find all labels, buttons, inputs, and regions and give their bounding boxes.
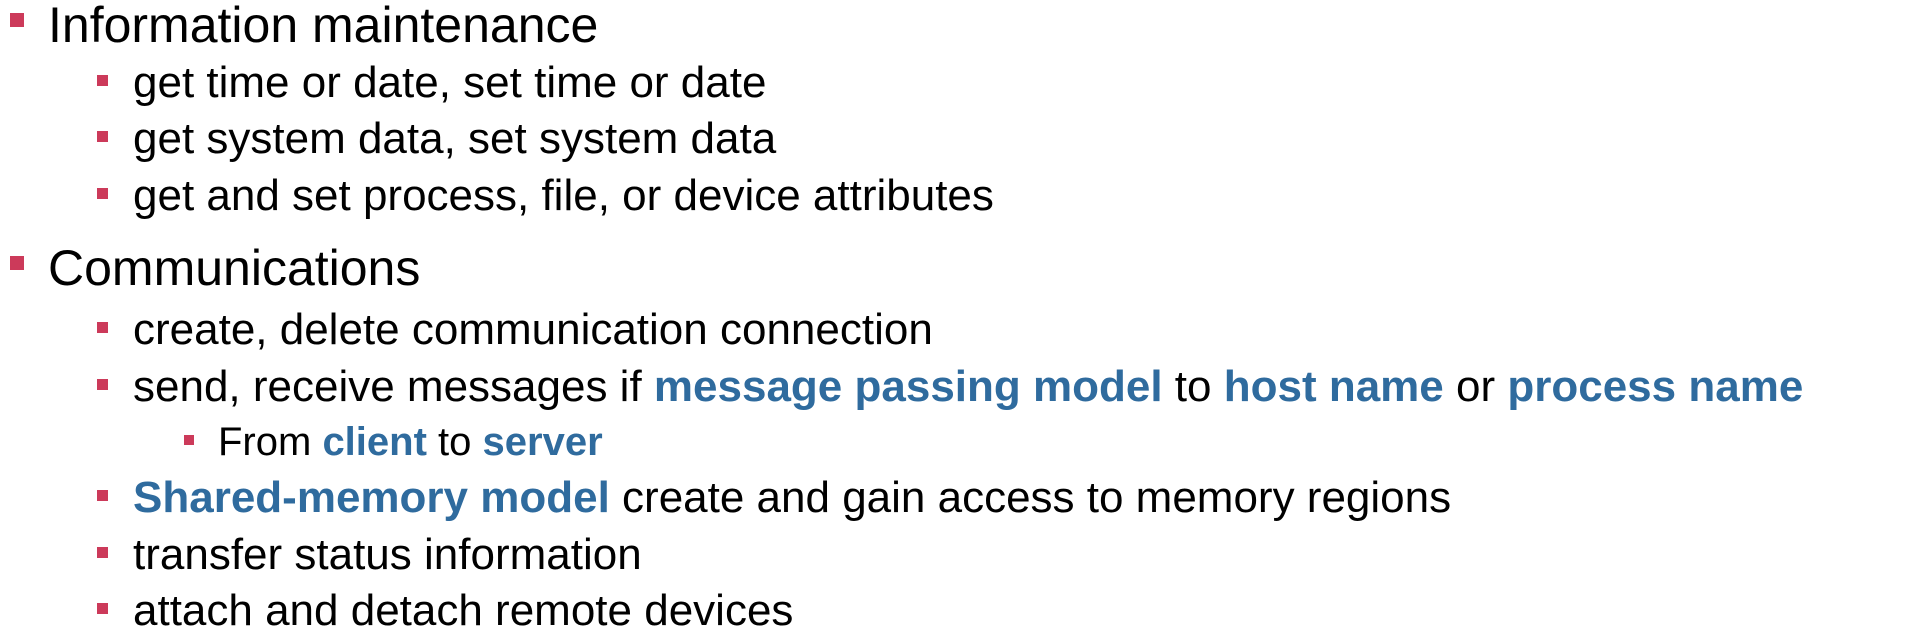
heading-text: Communications bbox=[48, 240, 421, 296]
term-host-name: host name bbox=[1223, 362, 1444, 411]
square-bullet-icon bbox=[10, 256, 24, 270]
sub-list-item: From client to server bbox=[184, 420, 603, 464]
square-bullet-icon bbox=[97, 547, 108, 558]
list-item-text: get system data, set system data bbox=[133, 114, 777, 163]
text-connector: to bbox=[426, 420, 483, 464]
list-item-text: create, delete communication connection bbox=[133, 305, 933, 354]
list-item: get system data, set system data bbox=[97, 114, 777, 163]
text-connector: to bbox=[1162, 362, 1224, 411]
text-prefix: From bbox=[218, 420, 323, 464]
heading-information-maintenance: Information maintenance bbox=[10, 0, 599, 53]
text-prefix: send, receive messages if bbox=[133, 362, 654, 411]
list-item-text: attach and detach remote devices bbox=[133, 586, 794, 635]
square-bullet-icon bbox=[97, 188, 108, 199]
list-item-text: get time or date, set time or date bbox=[133, 58, 767, 107]
list-item-text: From client to server bbox=[218, 420, 603, 464]
square-bullet-icon bbox=[184, 435, 194, 445]
term-process-name: process name bbox=[1507, 362, 1804, 411]
list-item: transfer status information bbox=[97, 530, 642, 579]
list-item-text: send, receive messages if message passin… bbox=[133, 362, 1803, 411]
square-bullet-icon bbox=[97, 379, 108, 390]
list-item-text: get and set process, file, or device att… bbox=[133, 171, 994, 220]
list-item-text: Shared-memory model create and gain acce… bbox=[133, 473, 1451, 522]
list-item: get and set process, file, or device att… bbox=[97, 171, 994, 220]
list-item-text: transfer status information bbox=[133, 530, 642, 579]
square-bullet-icon bbox=[97, 603, 108, 614]
term-server: server bbox=[482, 420, 603, 464]
heading-text: Information maintenance bbox=[48, 0, 599, 53]
square-bullet-icon bbox=[97, 131, 108, 142]
text-connector: or bbox=[1443, 362, 1508, 411]
list-item: send, receive messages if message passin… bbox=[97, 362, 1803, 411]
square-bullet-icon bbox=[97, 322, 108, 333]
term-client: client bbox=[322, 420, 427, 464]
square-bullet-icon bbox=[97, 490, 108, 501]
heading-communications: Communications bbox=[10, 240, 421, 296]
list-item: attach and detach remote devices bbox=[97, 586, 794, 635]
list-item: Shared-memory model create and gain acce… bbox=[97, 473, 1451, 522]
square-bullet-icon bbox=[10, 13, 24, 27]
square-bullet-icon bbox=[97, 75, 108, 86]
list-item: create, delete communication connection bbox=[97, 305, 933, 354]
text-rest: create and gain access to memory regions bbox=[609, 473, 1452, 522]
list-item: get time or date, set time or date bbox=[97, 58, 767, 107]
term-shared-memory-model: Shared-memory model bbox=[133, 473, 610, 522]
term-message-passing-model: message passing model bbox=[653, 362, 1163, 411]
